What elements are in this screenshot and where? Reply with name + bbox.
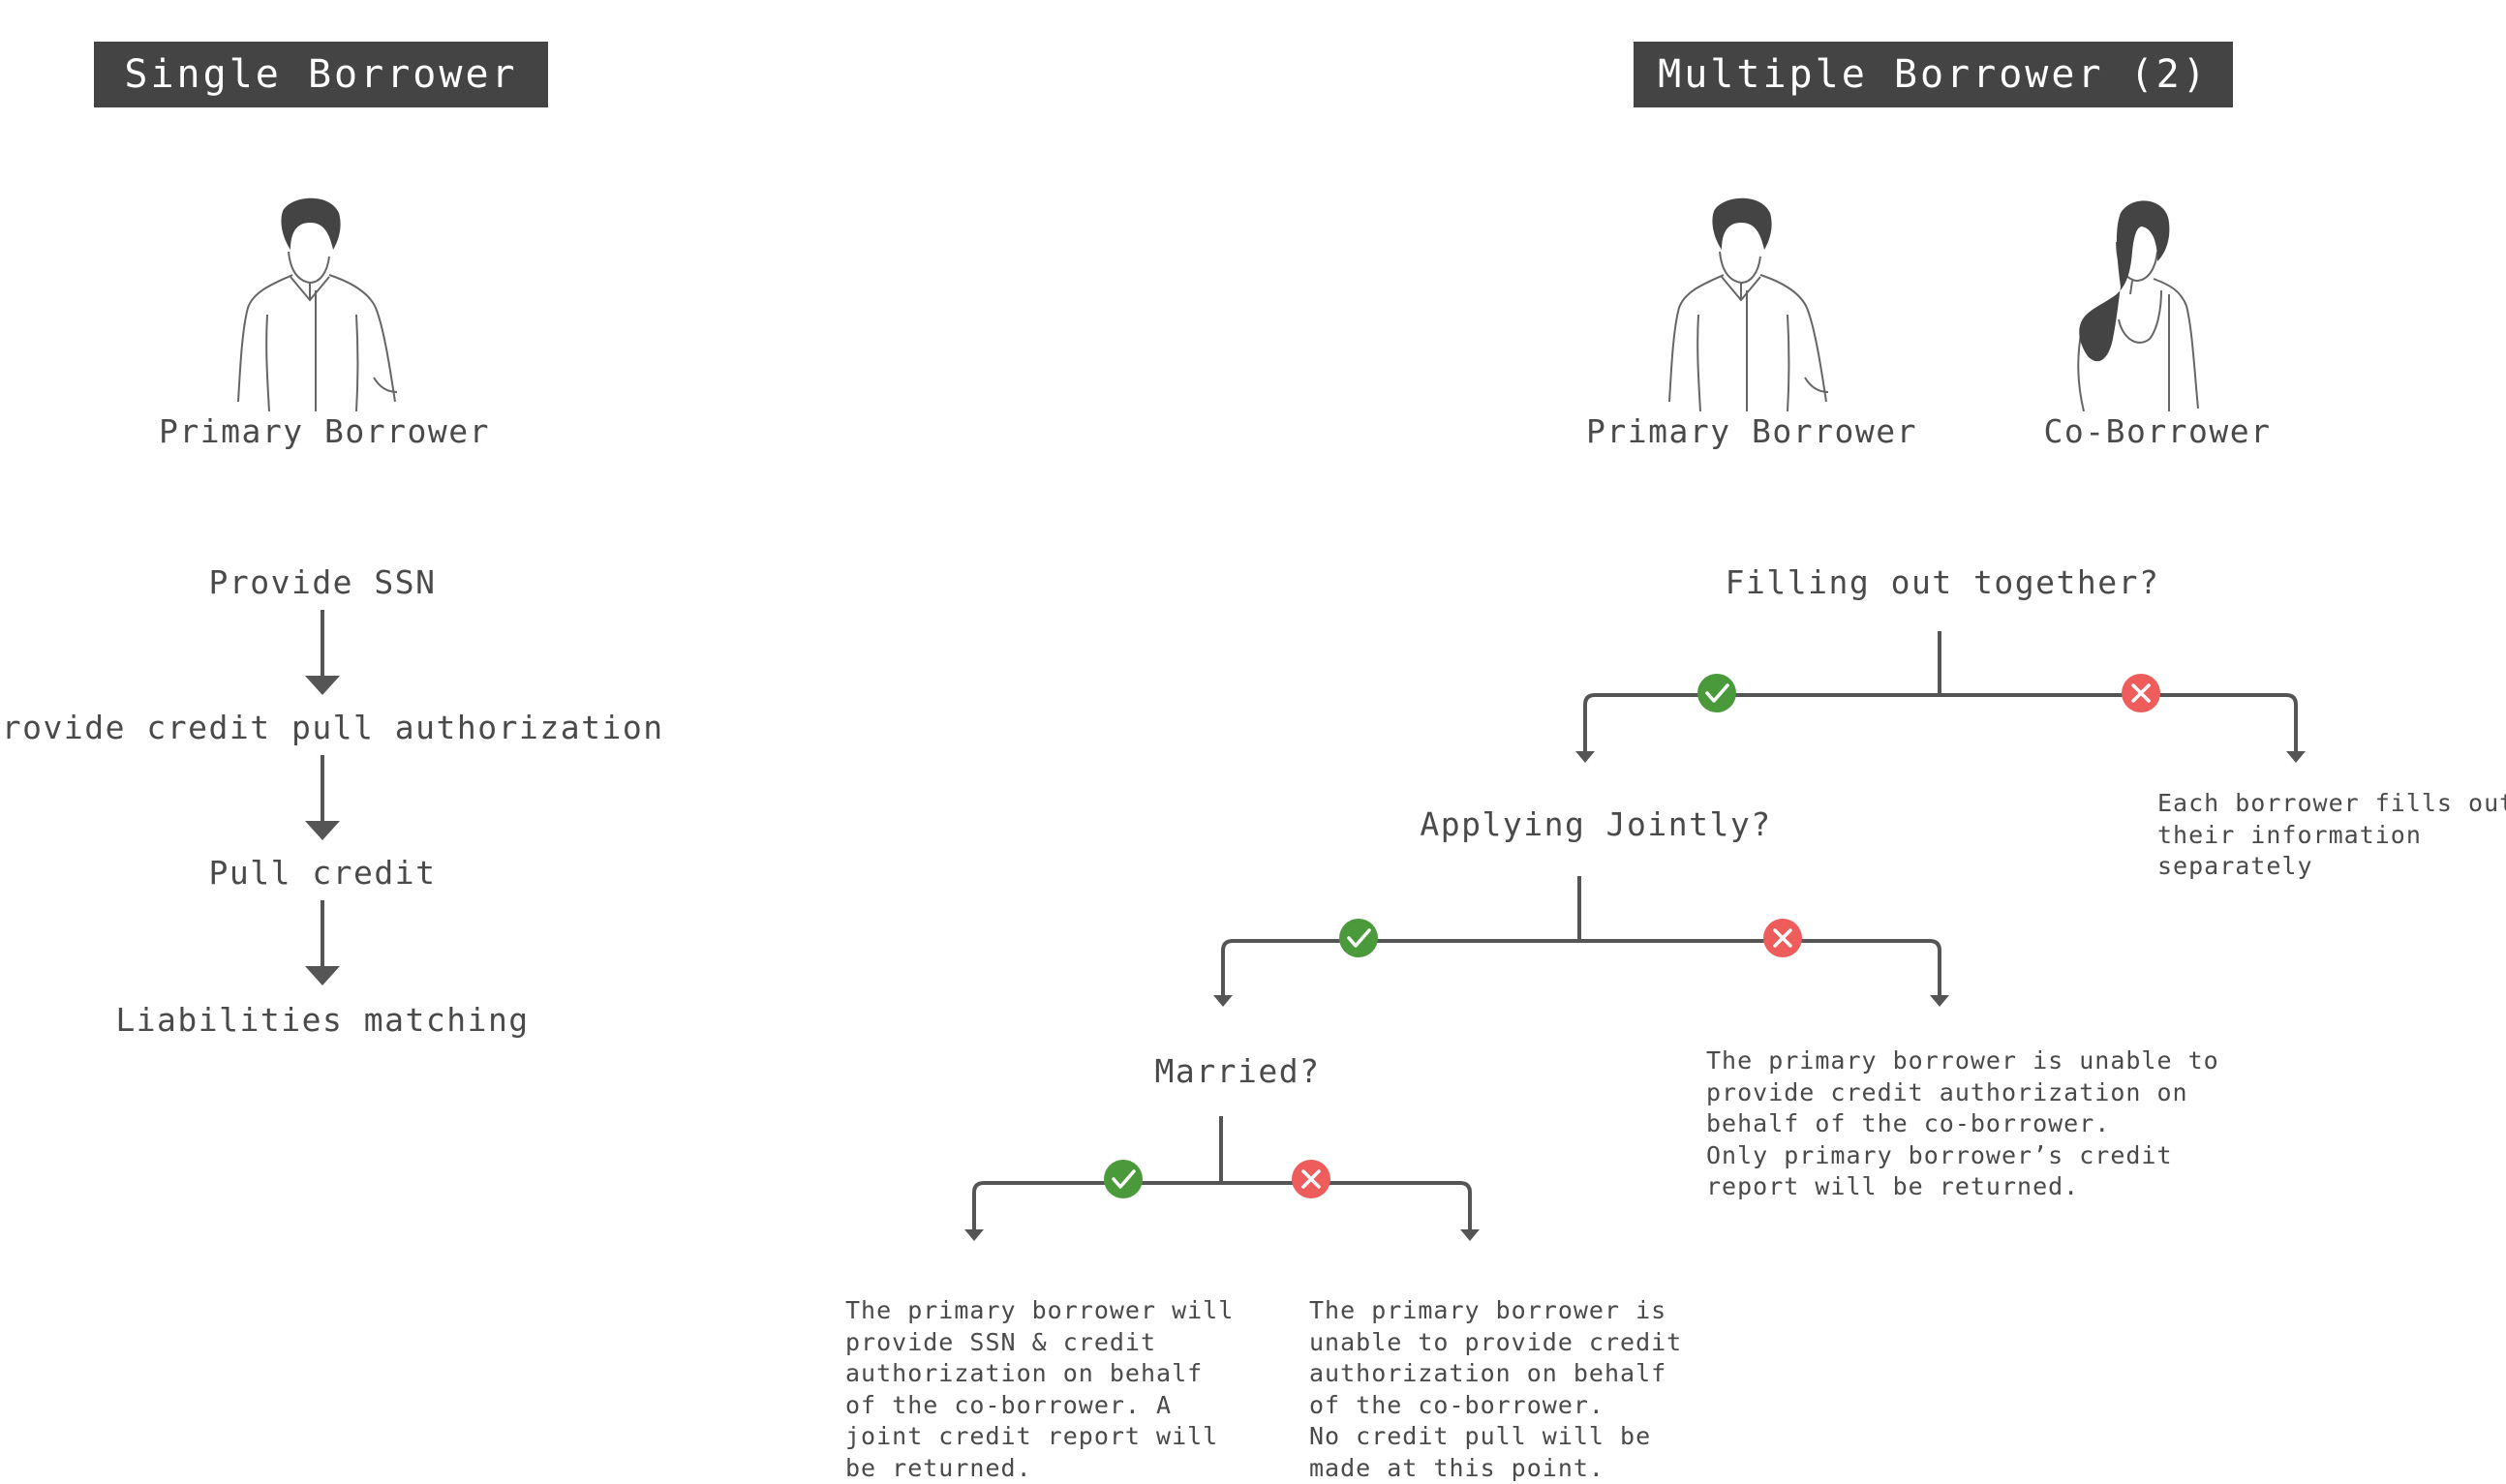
q1-branch-lines [1583,631,2298,753]
single-borrower-header: Single Borrower [94,42,548,107]
multiple-borrower-header: Multiple Borrower (2) [1634,42,2233,107]
single-primary-borrower-label: Primary Borrower [159,412,490,450]
q3-no-arrowhead [1460,1229,1480,1241]
question-married: Married? [1154,1052,1321,1090]
co-borrower-label: Co-Borrower [2043,412,2272,450]
q2-yes-arrowhead [1213,995,1233,1007]
check-icon [1339,919,1378,957]
q3-branch-lines [972,1116,1472,1231]
q2-no-arrowhead [1930,995,1949,1007]
arrow-2-head [305,821,340,840]
step-liabilities-matching: Liabilities matching [115,1001,530,1039]
question-filling-out-together: Filling out together? [1725,563,2160,601]
step-provide-ssn: Provide SSN [208,563,437,601]
q3-yes-arrowhead [964,1229,984,1241]
female-person-icon [2077,200,2199,411]
step-pull-credit: Pull credit [208,854,437,892]
check-icon [1697,674,1736,712]
x-icon [1292,1160,1330,1198]
check-icon [1104,1160,1143,1198]
outcome-fill-separately: Each borrower fills out their informatio… [2157,789,2506,880]
outcome-not-married-no-pull: The primary borrower is unable to provid… [1309,1296,1683,1482]
question-applying-jointly: Applying Jointly? [1420,805,1772,843]
q2-branch-lines [1221,876,1941,997]
q1-yes-arrowhead [1575,751,1595,763]
male-person-icon [1668,197,1829,411]
x-icon [1763,919,1802,957]
arrow-1-head [305,676,340,695]
arrow-3-head [305,966,340,985]
outcome-married-joint-report: The primary borrower will provide SSN & … [845,1296,1235,1482]
outcome-not-joint: The primary borrower is unable to provid… [1706,1046,2219,1200]
q1-no-arrowhead [2286,751,2306,763]
multi-primary-borrower-label: Primary Borrower [1586,412,1917,450]
step-credit-pull-authorization: Provide credit pull authorization [0,709,664,746]
male-person-icon [237,197,398,411]
x-icon [2122,674,2160,712]
